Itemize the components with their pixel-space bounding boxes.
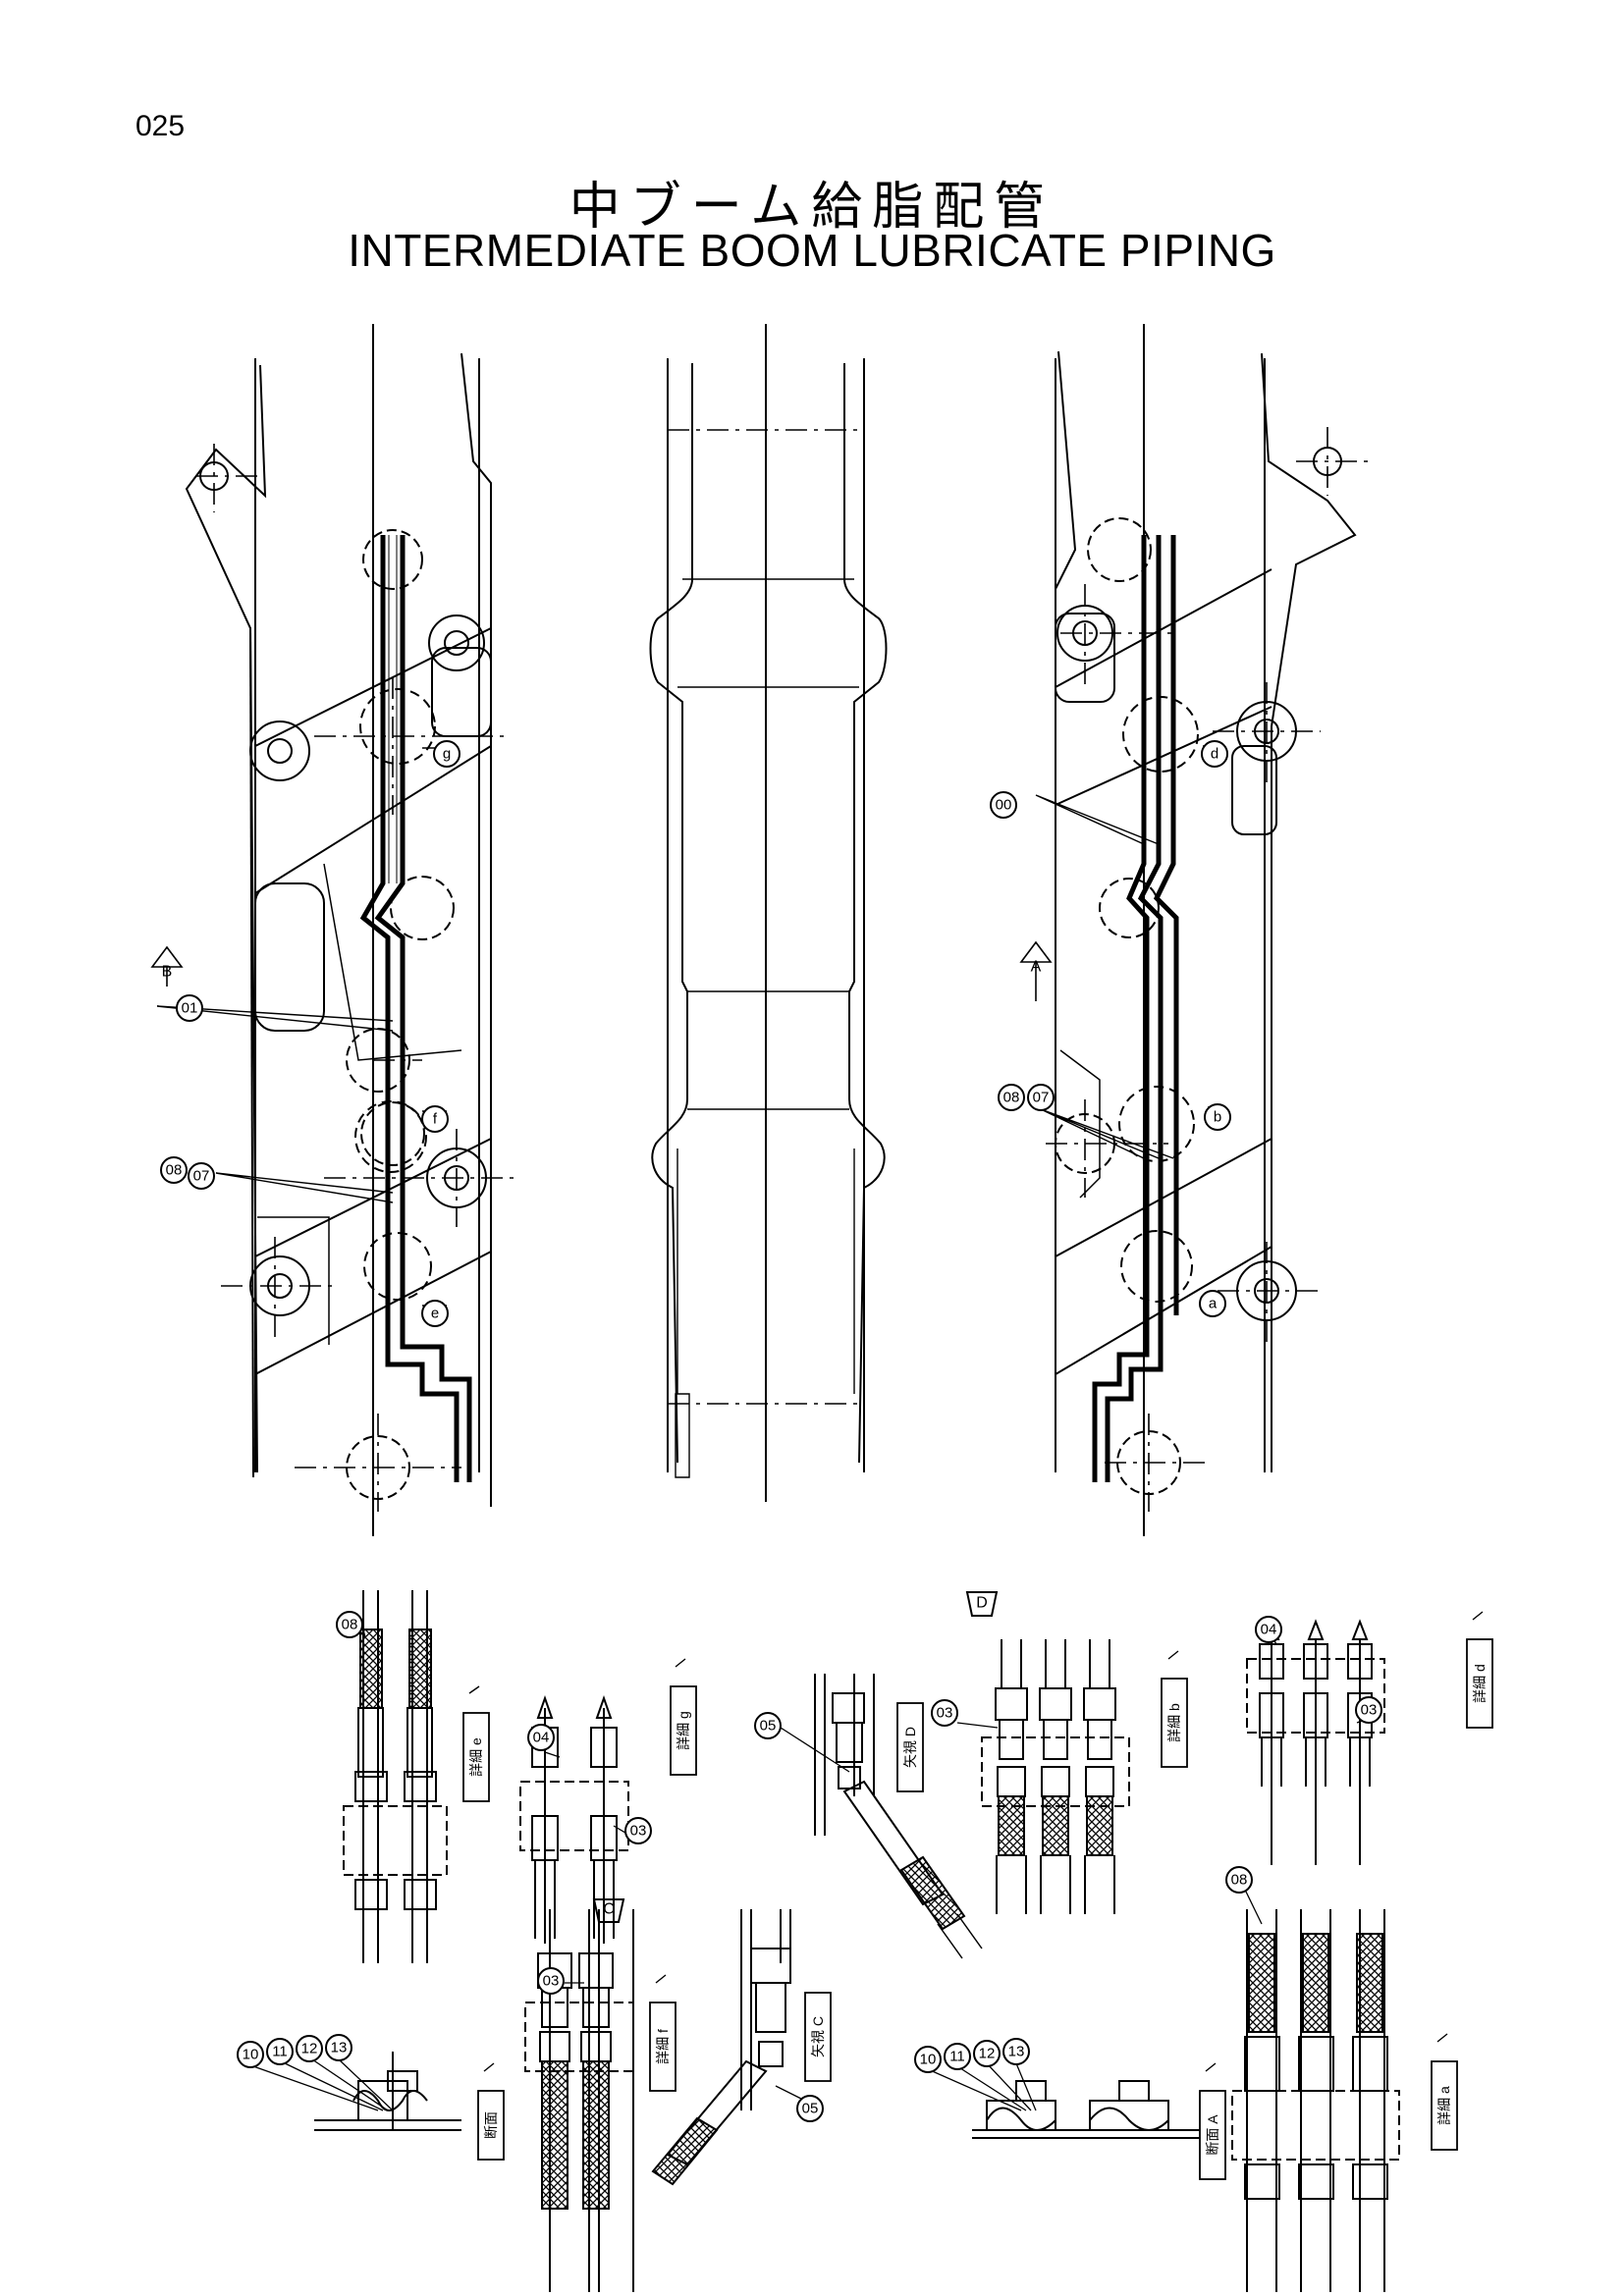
detail-a-drawing: [1231, 1909, 1400, 2292]
right-boom-view: [1019, 324, 1375, 1536]
left-boom-view: [150, 324, 520, 1536]
label-detail-d: 詳細 d: [1472, 1664, 1488, 1703]
callout-08-detail-a: 08: [1231, 1872, 1248, 1889]
callout-11-section: 11: [272, 2044, 288, 2060]
callout-08-right: 08: [1003, 1090, 1020, 1106]
label-detail-a: 詳細 a: [1436, 2086, 1452, 2125]
label-detail-b: 詳細 b: [1166, 1703, 1182, 1742]
detail-f-drawing: [524, 1909, 634, 2292]
callout-07-left: 07: [193, 1168, 210, 1185]
callout-12-section: 12: [301, 2041, 318, 2057]
title-japanese: 中ブーム給脂配管: [568, 178, 1056, 237]
callout-05-view-d: 05: [760, 1718, 777, 1735]
detail-e-drawing: [343, 1590, 448, 1963]
label-detail-g: 詳細 g: [676, 1711, 691, 1750]
mark-b: b: [1214, 1109, 1221, 1126]
callout-01: 01: [182, 1000, 198, 1017]
callout-00: 00: [996, 797, 1012, 814]
callout-11-section-a: 11: [949, 2049, 965, 2065]
page-number: 025: [135, 110, 186, 142]
mark-d: d: [1211, 746, 1218, 763]
callout-04-detail-d: 04: [1261, 1622, 1277, 1638]
mark-f: f: [433, 1111, 438, 1128]
callout-03-detail-f: 03: [543, 1973, 560, 1990]
view-arrow-b: B: [162, 964, 173, 981]
center-side-view: [649, 324, 888, 1502]
callout-13-section: 13: [331, 2040, 348, 2056]
label-detail-f: 詳細 f: [655, 2029, 671, 2064]
callout-03-detail-d: 03: [1361, 1702, 1378, 1719]
view-arrow-d: D: [976, 1595, 988, 1612]
callout-10-section: 10: [243, 2047, 259, 2063]
callout-13-section-a: 13: [1008, 2044, 1025, 2060]
detail-b-drawing: [981, 1639, 1130, 1914]
view-arrow-c: C: [603, 1901, 615, 1918]
label-section: 断面: [483, 2111, 499, 2139]
callout-12-section-a: 12: [979, 2046, 996, 2062]
callout-04-detail-g: 04: [533, 1730, 550, 1746]
mark-a: a: [1209, 1296, 1218, 1312]
mark-g: g: [443, 746, 451, 763]
title-english: INTERMEDIATE BOOM LUBRICATE PIPING: [348, 225, 1276, 276]
callout-08-detail-e: 08: [342, 1617, 358, 1633]
callout-07-right: 07: [1033, 1090, 1050, 1106]
section-a-drawing: [972, 2080, 1203, 2139]
callout-05-view-c: 05: [802, 2101, 819, 2117]
view-c-drawing: [651, 1909, 791, 2186]
label-section-a: 断面 A: [1205, 2114, 1220, 2156]
callout-08-left: 08: [166, 1162, 183, 1179]
detail-d-drawing: [1246, 1619, 1385, 1865]
label-detail-e: 詳細 e: [468, 1737, 484, 1777]
callout-03-detail-b: 03: [937, 1705, 953, 1722]
label-view-d: 矢視 D: [902, 1727, 918, 1768]
view-arrow-a: A: [1031, 959, 1042, 976]
label-view-c: 矢視 C: [810, 2016, 826, 2057]
view-d-drawing: [814, 1674, 983, 1959]
callout-03-detail-g: 03: [630, 1823, 647, 1840]
section-drawing: [314, 2052, 461, 2131]
callout-10-section-a: 10: [920, 2052, 937, 2068]
mark-e: e: [431, 1306, 439, 1322]
